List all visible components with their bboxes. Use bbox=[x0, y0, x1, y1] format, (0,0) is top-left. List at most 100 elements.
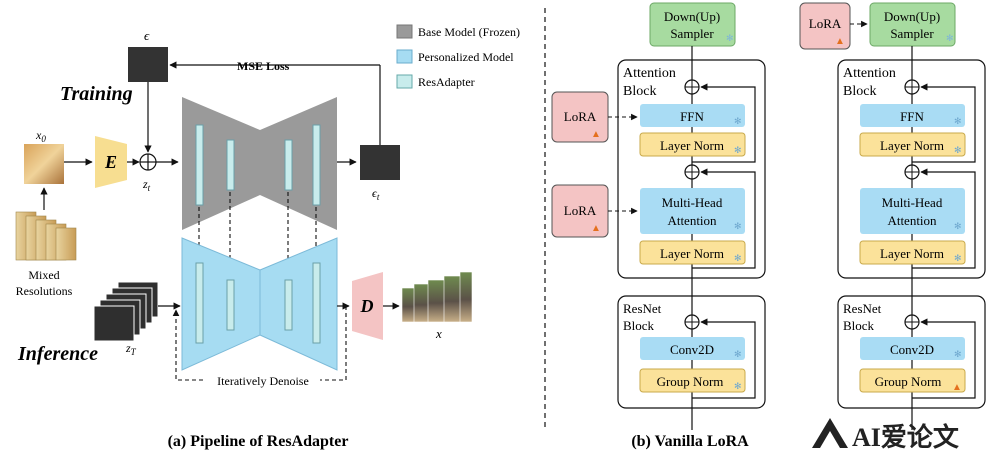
mse-loss-label: MSE Loss bbox=[237, 59, 290, 73]
sampler-line1: Down(Up) bbox=[664, 9, 720, 24]
svg-text:✻: ✻ bbox=[734, 116, 742, 126]
sampler-line2: Sampler bbox=[670, 26, 714, 41]
attention-label-line2: Block bbox=[623, 84, 656, 99]
legend: Base Model (Frozen) Personalized Model R… bbox=[396, 24, 520, 89]
svg-text:✻: ✻ bbox=[954, 145, 962, 155]
mha-label-line2: Attention bbox=[667, 213, 717, 228]
svg-text:✻: ✻ bbox=[734, 145, 742, 155]
group-norm-label: Group Norm bbox=[657, 374, 724, 389]
layer-norm-box-c1 bbox=[859, 132, 966, 157]
noise-epsilon-box bbox=[128, 47, 168, 82]
resnet-c-line1: ResNet bbox=[843, 301, 882, 316]
sampler-c-line1: Down(Up) bbox=[884, 9, 940, 24]
input-image-x0 bbox=[24, 144, 64, 184]
panel-b: Down(Up) Sampler ✻ Attention Block FFN ✻… bbox=[551, 2, 766, 450]
legend-swatch-base bbox=[396, 24, 413, 39]
skip-2 bbox=[692, 168, 756, 269]
iterative-denoise-label: Iteratively Denoise bbox=[217, 374, 309, 388]
sampler-c-line2: Sampler bbox=[890, 26, 934, 41]
ffn-label: FFN bbox=[680, 109, 704, 124]
resadapter-layer-4 bbox=[312, 124, 321, 206]
resnet-c-line2: Block bbox=[843, 318, 875, 333]
layer-norm-label-c1: Layer Norm bbox=[880, 138, 944, 153]
resadapter-layer-1 bbox=[195, 124, 204, 206]
frozen-snowflake-icon: ✻ bbox=[726, 33, 734, 43]
attention-c-line1: Attention bbox=[843, 66, 896, 81]
watermark-text: AI爱论文 bbox=[852, 422, 960, 452]
personalized-unet-encoder bbox=[181, 237, 261, 371]
mha-c-line1: Multi-Head bbox=[882, 195, 943, 210]
layer-norm-box-1 bbox=[639, 132, 746, 157]
zt-label: zt bbox=[142, 177, 151, 193]
svg-text:✻: ✻ bbox=[734, 349, 742, 359]
base-unet-encoder bbox=[182, 97, 260, 230]
layer-norm-label-2: Layer Norm bbox=[660, 246, 724, 261]
resnet-label-line1: ResNet bbox=[623, 301, 662, 316]
caption-b: (b) Vanilla LoRA bbox=[631, 433, 749, 450]
denoise-loop bbox=[172, 306, 347, 381]
watermark-logo-icon bbox=[812, 418, 848, 448]
output-images bbox=[401, 271, 473, 323]
resnet-block-c bbox=[837, 295, 986, 409]
conv2d-box-c bbox=[860, 337, 965, 360]
lora-label-sampler: LoRA bbox=[809, 16, 842, 31]
mixed-label-line2: Resolutions bbox=[16, 284, 73, 298]
panel-a: Training Inference Base Model (Frozen) P… bbox=[15, 24, 520, 450]
conv2d-label: Conv2D bbox=[670, 342, 714, 357]
svg-text:▲: ▲ bbox=[952, 382, 962, 393]
epsilon-label: ϵ bbox=[144, 28, 150, 43]
decoder-block bbox=[352, 272, 383, 340]
panel-c: Down(Up) Sampler ✻ LoRA ▲ Attention Bloc… bbox=[799, 2, 986, 430]
attention-label-line1: Attention bbox=[623, 66, 676, 81]
encoder-label: E bbox=[104, 152, 117, 172]
zT-label: zT bbox=[125, 341, 137, 357]
conv2d-box bbox=[640, 337, 745, 360]
ffn-box bbox=[640, 104, 745, 127]
resadapter-layer-2 bbox=[226, 139, 235, 191]
legend-label-personalized: Personalized Model bbox=[418, 50, 514, 64]
ffn-box-c bbox=[860, 104, 965, 127]
eps-t-label: ϵt bbox=[372, 186, 380, 202]
ffn-label-c: FFN bbox=[900, 109, 924, 124]
group-norm-box-c bbox=[859, 368, 966, 393]
layer-norm-label-c2: Layer Norm bbox=[880, 246, 944, 261]
inference-label: Inference bbox=[17, 343, 98, 365]
mha-box bbox=[640, 188, 745, 234]
base-unet-decoder bbox=[260, 97, 337, 230]
group-norm-box bbox=[639, 368, 746, 393]
lora-label-ffn: LoRA bbox=[564, 109, 597, 124]
encoder-block bbox=[95, 136, 127, 188]
svg-text:✻: ✻ bbox=[954, 221, 962, 231]
training-label: Training bbox=[60, 83, 133, 105]
trainable-flame-icon: ▲ bbox=[591, 129, 601, 140]
layer-norm-box-2 bbox=[639, 240, 746, 265]
layer-norm-label-1: Layer Norm bbox=[660, 138, 724, 153]
mixed-label-line1: Mixed bbox=[28, 268, 59, 282]
legend-swatch-resadapter bbox=[396, 74, 413, 89]
lora-box-sampler bbox=[799, 2, 851, 50]
group-norm-label-c: Group Norm bbox=[875, 374, 942, 389]
mha-c-line2: Attention bbox=[887, 213, 937, 228]
attention-c-line2: Block bbox=[843, 84, 876, 99]
latent-zT-stack bbox=[93, 281, 159, 342]
legend-label-resadapter: ResAdapter bbox=[418, 75, 475, 89]
svg-text:✻: ✻ bbox=[734, 221, 742, 231]
legend-swatch-personalized bbox=[396, 49, 413, 64]
resnet-block bbox=[617, 295, 766, 409]
mha-box-c bbox=[860, 188, 965, 234]
attention-block bbox=[617, 59, 766, 279]
svg-text:✻: ✻ bbox=[734, 381, 742, 391]
mixed-resolution-images bbox=[15, 211, 77, 261]
decoder-label: D bbox=[360, 296, 374, 316]
svg-text:✻: ✻ bbox=[954, 349, 962, 359]
lora-label-mha: LoRA bbox=[564, 203, 597, 218]
output-x-label: x bbox=[435, 326, 442, 341]
svg-text:▲: ▲ bbox=[591, 223, 601, 234]
skip-3 bbox=[692, 318, 756, 399]
personalized-unet-decoder bbox=[259, 237, 338, 371]
resnet-label-line2: Block bbox=[623, 318, 655, 333]
svg-text:✻: ✻ bbox=[954, 253, 962, 263]
predicted-noise-box bbox=[360, 145, 400, 180]
svg-text:✻: ✻ bbox=[946, 33, 954, 43]
